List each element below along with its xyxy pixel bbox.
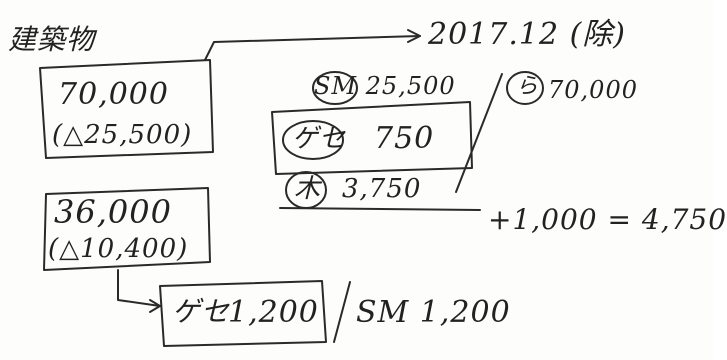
bottom-ge-label: ゲセ (172, 295, 231, 328)
box2-outline (43, 187, 211, 271)
arrow-to-bottom-box-head (149, 299, 161, 313)
ge-label: ゲセ (292, 124, 347, 154)
box1-outline (39, 59, 214, 159)
box1-value: 70,000 (58, 77, 169, 112)
ge-value: 750 (374, 121, 435, 156)
box2-paren: (△10,400) (48, 234, 189, 264)
slash-bottom (333, 281, 351, 343)
ki-value: 3,750 (342, 174, 422, 204)
circle-ge (282, 120, 344, 160)
circle-sm (312, 71, 358, 105)
box2-value: 36,000 (54, 193, 172, 231)
arrow-to-date (204, 35, 421, 61)
arrow-to-date-head (407, 29, 421, 43)
formula: +1,000 = 4,750 (488, 203, 727, 236)
right-circle-letter: ら (516, 74, 540, 99)
bottom-ge-value: 1,200 (228, 295, 319, 330)
box1-paren: (△25,500) (52, 120, 193, 150)
arrow-to-bottom-box (117, 269, 161, 307)
heading-text: 建築物 (8, 23, 96, 56)
date-label: 2017.12 (除) (428, 17, 627, 52)
underline-ki (279, 207, 481, 211)
box-ge-outline (271, 101, 473, 175)
box-bottom-outline (159, 280, 327, 347)
right-value: 70,000 (548, 76, 638, 104)
ki-label: 木 (294, 174, 322, 204)
bottom-sm-value: SM 1,200 (356, 295, 511, 330)
sm-value: SM 25,500 (314, 72, 456, 100)
circle-ki (285, 171, 327, 209)
slash-mid (455, 73, 503, 193)
circle-right (506, 71, 544, 105)
